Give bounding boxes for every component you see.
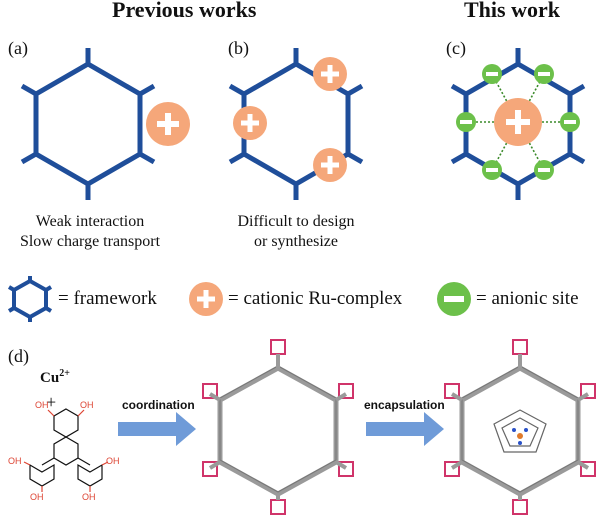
- caption-b: Difficult to design or synthesize: [206, 212, 386, 252]
- legend-cation-label: = cationic Ru-complex: [228, 288, 403, 309]
- anion-marker-2: [534, 64, 554, 84]
- cation-marker-b3: [313, 148, 347, 182]
- reagent-plus: +: [46, 392, 57, 412]
- hydroxyl-label-5: OH: [106, 456, 120, 466]
- coordination-arrow: [118, 412, 196, 446]
- anion-marker-5: [482, 160, 502, 180]
- caption-a-line2: Slow charge transport: [19, 233, 161, 250]
- cation-marker-a: [146, 102, 190, 146]
- ru-complex-guest: [493, 409, 547, 453]
- caption-a: Weak interaction Slow charge transport: [0, 212, 180, 252]
- legend-framework-label: = framework: [58, 288, 157, 309]
- framework-hexagon-a: [20, 48, 156, 200]
- encapsulation-label: encapsulation: [364, 398, 445, 412]
- copper-ion-symbol: Cu: [40, 370, 60, 386]
- hydroxyl-label-4: OH: [30, 492, 44, 502]
- hydroxyl-label-3: OH: [8, 456, 22, 466]
- panel-label-b: (b): [228, 38, 249, 58]
- anion-marker-1: [482, 64, 502, 84]
- legend-anion-label: = anionic site: [476, 288, 579, 309]
- anion-marker-4: [560, 112, 580, 132]
- copper-ion-charge: 2+: [59, 368, 70, 379]
- this-work-heading: This work: [464, 0, 560, 22]
- caption-b-line2: or synthesize: [254, 233, 338, 250]
- legend-framework-icon: [7, 276, 53, 322]
- hydroxyl-label-2: OH: [80, 400, 94, 410]
- coordination-label: coordination: [122, 398, 195, 412]
- caption-b-line1: Difficult to design: [237, 213, 355, 230]
- copper-ion-label: Cu2+: [40, 368, 70, 387]
- anion-marker-6: [534, 160, 554, 180]
- panel-label-c: (c): [446, 38, 466, 58]
- cation-marker-c: [494, 98, 542, 146]
- framework-hexagon-b: [228, 48, 364, 200]
- legend-anion-icon: [437, 282, 471, 316]
- hydroxyl-label-6: OH: [82, 492, 96, 502]
- hydroxyl-label-1: OH: [35, 400, 49, 410]
- panel-label-d: (d): [8, 346, 29, 366]
- cation-marker-b2: [233, 106, 267, 140]
- previous-works-heading: Previous works: [112, 0, 257, 22]
- legend-cation-icon: [189, 282, 223, 316]
- anion-marker-3: [456, 112, 476, 132]
- encapsulation-arrow: [366, 412, 444, 446]
- panel-label-a: (a): [8, 38, 28, 58]
- caption-a-line1: Weak interaction: [35, 213, 145, 230]
- cation-marker-b1: [313, 57, 347, 91]
- framework-hexagon-c: [450, 48, 586, 200]
